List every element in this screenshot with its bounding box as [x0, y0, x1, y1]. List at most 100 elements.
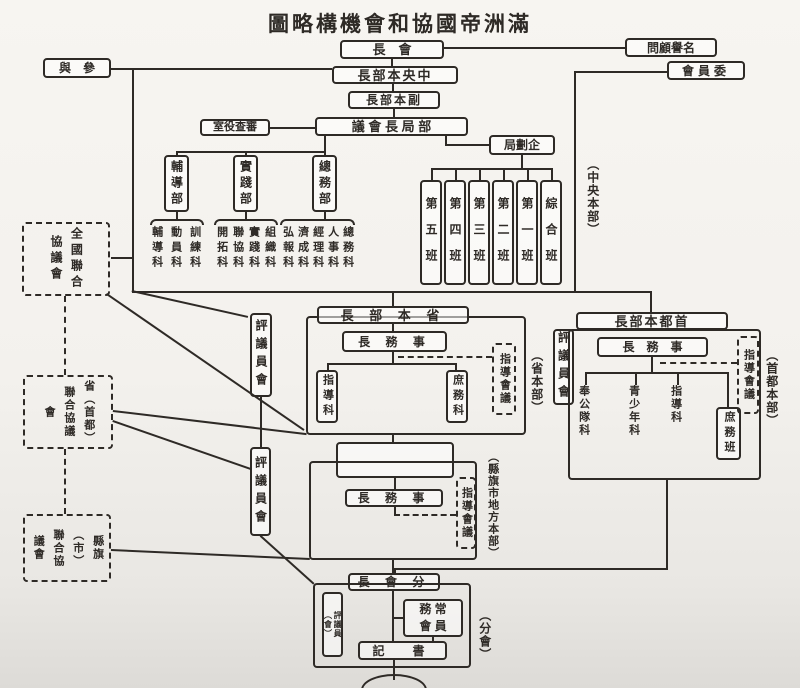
connector-line: [111, 68, 332, 70]
connector-line: [392, 291, 394, 307]
county-federation-council-box: 縣旗（市） 聯合協 議會: [23, 514, 111, 582]
connector-line: [111, 257, 132, 259]
chart-title: 圖略構機會和協國帝洲滿: [268, 13, 532, 36]
committee-box: 會員委: [667, 61, 745, 80]
provincial-federation-council-box: 省（首都） 聯合協議 會: [23, 375, 113, 449]
connector-line: [392, 560, 394, 574]
bureau-chiefs-conference-box: 議 會 長 局 部: [315, 117, 468, 136]
diagonal-connector: [112, 420, 251, 470]
connector-line: [393, 109, 395, 117]
standing-committee-box: 務 常 會 員: [403, 599, 463, 637]
diagonal-connector: [131, 290, 249, 318]
connector-line: [585, 372, 587, 385]
connector-line: [431, 168, 433, 180]
bracket: [280, 219, 355, 225]
connector-line: [245, 151, 247, 156]
connector-line: [392, 324, 394, 331]
province-general-affairs-section-box: 庶務科: [446, 370, 468, 423]
connector-line: [176, 151, 178, 156]
connector-line: [445, 136, 447, 145]
national-federation-council-box: 全國聯合 協議會: [22, 222, 110, 296]
capital-guidance-section: 指導科: [669, 385, 682, 424]
connector-line: [270, 127, 315, 129]
province-councillors-box: 評議員會: [250, 313, 272, 397]
service-corps-section: 奉公隊科: [577, 385, 590, 437]
connector-line: [176, 151, 325, 153]
connector-line: [527, 168, 529, 180]
capital-secretary-box: 長 務 事: [597, 337, 708, 357]
county-secretary-box: 長 務 事: [345, 489, 443, 507]
connector-line: [260, 397, 262, 447]
honorary-advisor-box: 問顧譽名: [625, 38, 717, 57]
county-councillors-box: 評議員會: [250, 447, 271, 536]
county-hq-chief-box: [336, 442, 454, 478]
connector-line: [324, 212, 326, 220]
guidance-dept-box: 輔導部: [164, 155, 189, 212]
organization-section: 組織科: [263, 226, 276, 271]
duty-squad-box: 庶務班: [716, 407, 741, 460]
squad-1-box: 第一班: [516, 180, 538, 285]
capital-hq-label: （首都本部）: [764, 349, 779, 427]
branch-chief-box: 長 會 分: [348, 573, 440, 591]
dashed-connector: [398, 356, 492, 358]
president-box: 長 會: [340, 40, 444, 59]
bracket: [214, 219, 278, 225]
youth-section: 青少年科: [627, 385, 640, 437]
branch-small-council-box: 評議員 （會）: [322, 592, 343, 657]
connector-line: [727, 372, 729, 407]
squad-2-box: 第二班: [492, 180, 514, 285]
connector-line: [392, 617, 403, 619]
branch-label: （分會）: [477, 609, 492, 661]
connector-line: [176, 212, 178, 220]
connector-line: [651, 357, 653, 372]
central-frame-right: [574, 71, 576, 291]
connector-line: [392, 352, 394, 363]
dashed-connector: [660, 362, 737, 364]
connector-line: [324, 151, 326, 156]
connector-line: [650, 291, 652, 313]
connector-line: [431, 168, 552, 170]
practice-section: 實踐科: [247, 226, 260, 271]
connector-line: [392, 591, 394, 642]
province-guidance-section-box: 指導科: [316, 370, 338, 423]
development-section: 開拓科: [215, 226, 228, 271]
capital-hq-frame: [568, 329, 761, 480]
connector-line: [585, 372, 729, 374]
connector-line: [479, 168, 481, 180]
capital-hq-chief-box: 長部本都首: [576, 312, 728, 330]
dashed-connector: [64, 296, 66, 375]
province-guidance-council-box: 指導會議: [492, 343, 516, 415]
connector-line: [324, 136, 326, 151]
county-hq-frame: [309, 461, 477, 560]
connector-line: [327, 363, 329, 370]
connector-line: [635, 372, 637, 385]
dashed-connector: [394, 514, 456, 516]
connector-line: [392, 435, 394, 443]
connector-line: [455, 363, 457, 370]
federation-section: 聯協科: [231, 226, 244, 271]
branch-secretary-box: 記 書: [358, 641, 447, 660]
squad-3-box: 第三班: [468, 180, 490, 285]
personnel-section: 人事科: [326, 226, 339, 271]
connector-line: [445, 144, 489, 146]
guidance-section: 輔導科: [150, 226, 163, 271]
cultivation-section: 濟成科: [296, 226, 309, 271]
diagonal-connector: [105, 293, 305, 431]
squad-5-box: 第五班: [420, 180, 442, 285]
county-hq-label: （縣旗市地方本部）: [486, 451, 499, 559]
general-affairs-dept-box: 總務部: [312, 155, 337, 212]
dashed-connector: [64, 449, 66, 514]
province-hq-chief-box: 長 部 本 省: [317, 306, 469, 324]
province-hq-label: （省本部）: [529, 349, 544, 414]
planning-bureau-box: 局劃企: [489, 135, 555, 155]
connector-line: [432, 637, 434, 642]
central-hq-chief-box: 長部本央中: [332, 66, 458, 84]
branch-frame: [313, 583, 471, 668]
province-secretary-box: 長 務 事: [342, 331, 447, 352]
councillor-box: 與 參: [43, 58, 111, 78]
connector-line: [327, 363, 457, 365]
practice-dept-box: 實踐部: [233, 155, 258, 212]
connector-line: [392, 84, 394, 91]
county-guidance-council-box: 指導會議: [456, 477, 476, 549]
squad-4-box: 第四班: [444, 180, 466, 285]
